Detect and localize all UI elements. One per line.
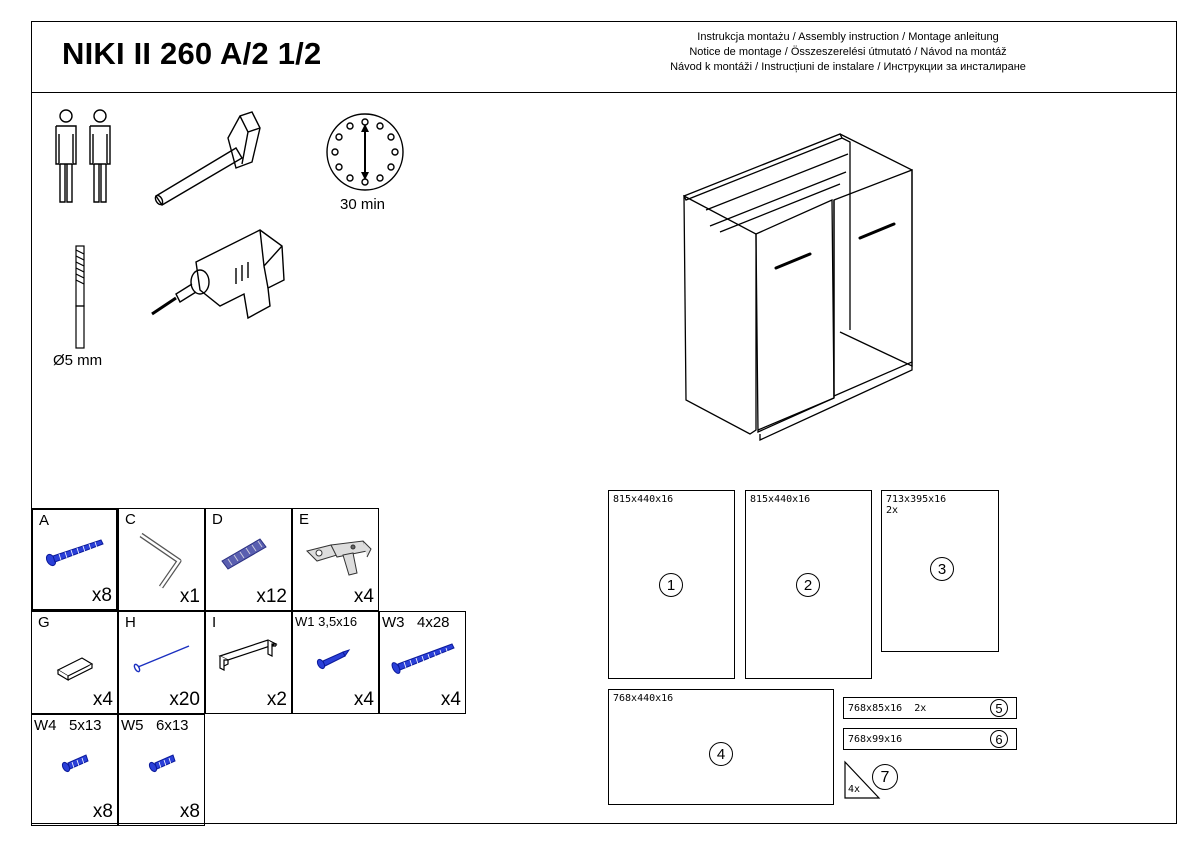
screw-icon (45, 539, 104, 567)
corner-block-icon (844, 760, 881, 799)
long-screw-icon (391, 643, 455, 674)
cabinet-illustration (683, 133, 913, 442)
header (31, 21, 1177, 93)
short-screw-icon (316, 649, 351, 670)
panel-7-number: 7 (872, 764, 898, 790)
drill-icon (151, 229, 285, 320)
panel-6: 768x99x16 6 (843, 728, 1017, 750)
panel-7-count: 4x (848, 784, 861, 795)
part-d: D x12 (205, 508, 292, 611)
hinge-icon (306, 540, 372, 576)
handle-icon (218, 639, 278, 671)
clock-icon (326, 113, 404, 191)
drill-bit-size: Ø5 mm (53, 352, 103, 369)
panel-1: 815x440x16 1 (608, 490, 735, 679)
part-w4: W4 5x13 x8 (31, 714, 118, 826)
small-screw-icon (148, 754, 176, 773)
part-g: G x4 (31, 611, 118, 714)
panel-4: 768x440x16 4 (608, 689, 834, 805)
two-people-icon (55, 109, 111, 203)
part-e: E x4 (292, 508, 379, 611)
instruction-line-1: Instrukcja montażu / Assembly instructio… (697, 31, 999, 43)
small-screw-icon (61, 754, 89, 773)
shelf-support-icon (56, 657, 94, 682)
panel-2: 815x440x16 2 (745, 490, 872, 679)
instruction-languages: Instrukcja montażu / Assembly instructio… (588, 30, 1108, 75)
nail-icon (133, 645, 190, 673)
hammer-icon (154, 111, 261, 206)
panel-3: 713x395x16 2x 3 (881, 490, 999, 652)
hex-key-icon (139, 532, 182, 589)
part-i: I x2 (205, 611, 292, 714)
assembly-time: 30 min (340, 196, 386, 213)
part-w5: W5 6x13 x8 (118, 714, 205, 826)
part-c: C x1 (118, 508, 205, 611)
part-w1: W1 3,5x16 x4 (292, 611, 379, 714)
panel-5: 768x85x16 2x 5 (843, 697, 1017, 719)
part-w3: W3 4x28 x4 (379, 611, 466, 714)
part-a: A x8 (31, 508, 118, 611)
instruction-line-2: Notice de montage / Összeszerelési útmut… (689, 46, 1007, 58)
page-frame (31, 21, 1177, 824)
model-title: NIKI II 260 A/2 1/2 (62, 36, 322, 71)
dowel-icon (221, 538, 267, 570)
drill-bit-icon (75, 245, 85, 349)
instruction-line-3: Návod k montáži / Instrucțiuni de instal… (670, 61, 1026, 73)
part-h: H x20 (118, 611, 205, 714)
